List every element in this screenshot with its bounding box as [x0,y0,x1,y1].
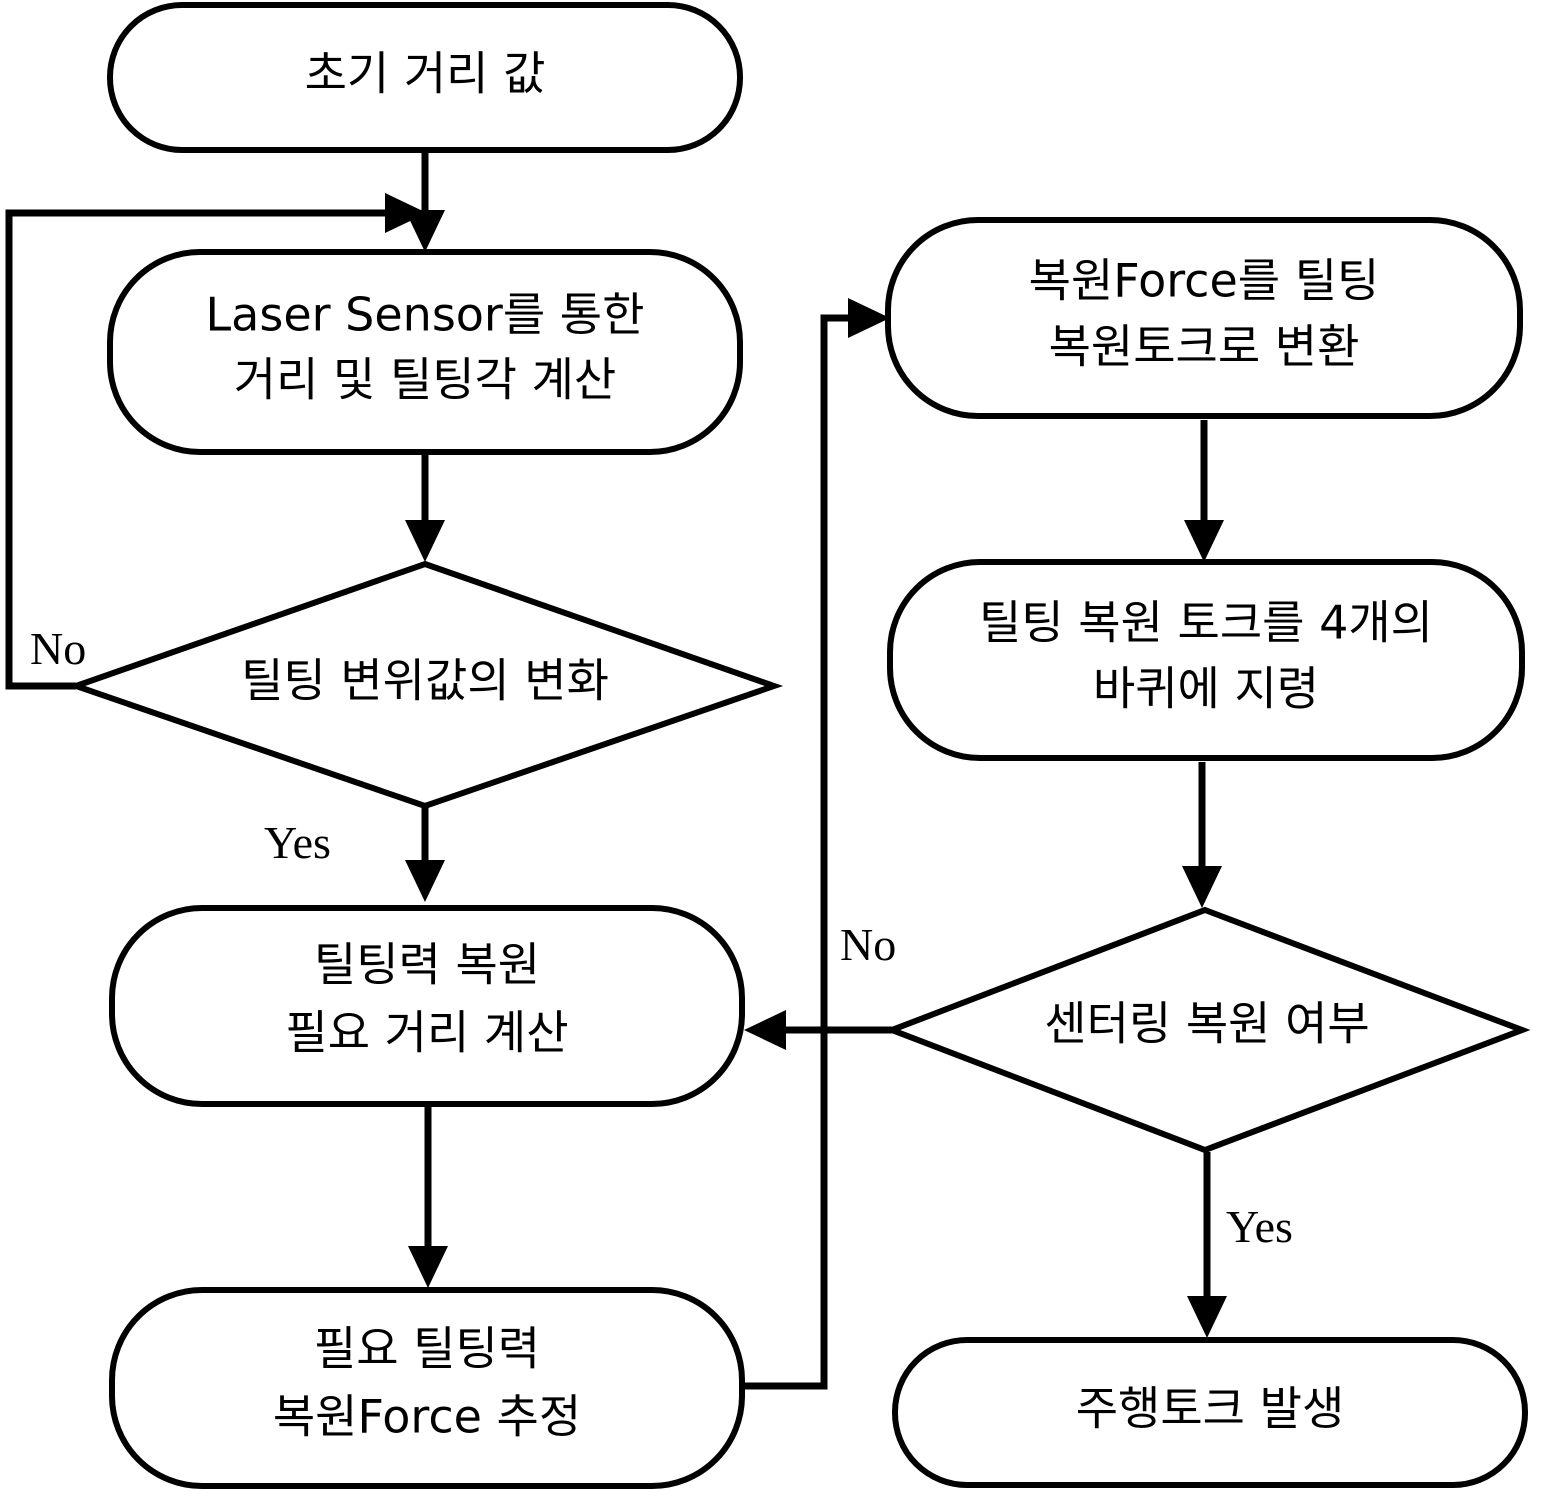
edge-laser-to-tilt [405,452,445,562]
node-restore-distance-line-1: 틸팅력 복원 [314,938,540,992]
node-restore-distance: 틸팅력 복원 필요 거리 계산 [109,905,745,1107]
edge-label-tilt-no: No [30,623,86,674]
node-restore-distance-line-2: 필요 거리 계산 [285,1006,568,1060]
node-drive-torque: 주행토크 발생 [892,1337,1528,1488]
node-centering-check-line-1: 센터링 복원 여부 [1044,997,1369,1051]
node-initial-distance: 초기 거리 값 [107,2,743,153]
node-tilt-change: 틸팅 변위값의 변화 [66,560,784,810]
edge-centering-no [744,1010,892,1050]
edge-label-centering-no: No [840,919,896,970]
node-drive-torque-line-1: 주행토크 발생 [1076,1382,1345,1436]
node-force-to-torque-line-2: 복원토크로 변환 [1049,320,1360,374]
edge-wheels-to-centering [1182,762,1222,908]
node-laser-calc: Laser Sensor를 통한 거리 및 틸팅각 계산 [107,249,743,455]
edge-restore-to-estimate [408,1104,448,1288]
node-estimate-force-line-1: 필요 틸팅력 [314,1322,540,1376]
node-estimate-force-line-2: 복원Force 추정 [273,1390,581,1444]
node-torque-to-wheels-line-1: 틸팅 복원 토크를 4개의 [979,596,1433,650]
edge-initial-to-laser [405,150,445,252]
node-laser-calc-line-1: Laser Sensor를 통한 [206,288,645,342]
node-force-to-torque: 복원Force를 틸팅 복원토크로 변환 [885,217,1523,419]
node-force-to-torque-line-1: 복원Force를 틸팅 [1029,254,1380,308]
node-centering-check: 센터링 복원 여부 [883,906,1531,1154]
node-estimate-force: 필요 틸팅력 복원Force 추정 [109,1287,745,1489]
edge-centering-yes [1187,1152,1227,1338]
edge-tilt-yes [405,806,445,902]
edge-torque-to-wheels [1184,420,1224,562]
node-torque-to-wheels-line-2: 바퀴에 지령 [1093,662,1319,716]
edge-label-tilt-yes: Yes [264,817,331,868]
node-initial-distance-line-1: 초기 거리 값 [305,47,546,101]
edge-estimate-to-torque [742,298,890,1390]
edge-label-centering-yes: Yes [1226,1201,1293,1252]
node-tilt-change-line-1: 틸팅 변위값의 변화 [241,654,609,708]
node-laser-calc-line-2: 거리 및 틸팅각 계산 [234,353,616,407]
node-torque-to-wheels: 틸팅 복원 토크를 4개의 바퀴에 지령 [887,559,1525,761]
edge-tilt-no-loop [5,193,427,690]
